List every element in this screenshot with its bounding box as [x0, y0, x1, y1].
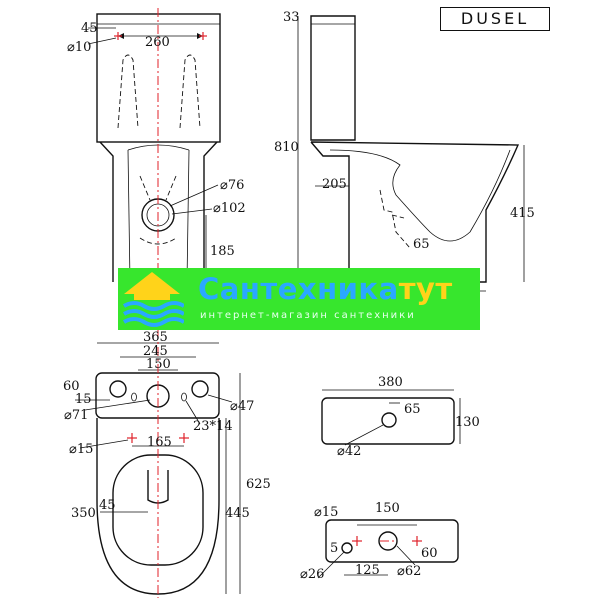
front-dim-phi10: ⌀10: [67, 40, 91, 55]
front-dim-260: 260: [145, 35, 170, 50]
top-dim-625: 625: [246, 477, 271, 492]
front-view: 45 ⌀10 260 ⌀76 ⌀102 185 265: [67, 8, 246, 304]
lid-dim-130: 130: [455, 415, 480, 430]
top-dim-23x14: 23*14: [193, 419, 233, 434]
side-tank-outline: [310, 15, 356, 141]
top-dim-350: 350: [71, 506, 96, 521]
lid-dim-65: 65: [404, 402, 421, 417]
tank-bottom-dim-phi15: ⌀15: [314, 505, 338, 520]
watermark-title-main: Сантехника: [198, 272, 399, 306]
side-dim-205: 205: [322, 177, 347, 192]
tank-bottom-dim-60: 60: [421, 546, 438, 561]
tank-bottom-dim-5: 5: [330, 541, 338, 556]
watermark-title-accent: тут: [398, 272, 453, 306]
top-dim-165: 165: [147, 435, 172, 450]
top-dim-365: 365: [143, 330, 168, 345]
side-dim-415: 415: [510, 206, 535, 221]
top-dim-445: 445: [225, 506, 250, 521]
tank-lid-view: 380 65 130 ⌀42: [321, 375, 480, 459]
tank-bottom-dim-125: 125: [355, 563, 380, 578]
top-view: 365 245 150 60 15 ⌀71 ⌀47 23*14 ⌀15 165 …: [63, 330, 271, 598]
tank-bottom-dim-phi26: ⌀26: [300, 567, 324, 582]
top-dim-45: 45: [99, 498, 116, 513]
lid-dim-380: 380: [378, 375, 403, 390]
top-dim-245: 245: [143, 344, 168, 359]
top-dim-15: 15: [75, 392, 92, 407]
side-view: 33 810 205 415 65 35 250 380: [274, 10, 535, 308]
top-dim-phi47: ⌀47: [230, 399, 254, 414]
tank-bottom-outline: [325, 519, 459, 563]
lid-dim-phi42: ⌀42: [337, 444, 361, 459]
brand-logo: DUSEL: [440, 7, 550, 31]
top-dim-phi15: ⌀15: [69, 442, 93, 457]
tank-bottom-dim-150: 150: [375, 501, 400, 516]
side-bowl-outline: [310, 141, 520, 283]
top-dim-phi71: ⌀71: [64, 408, 88, 423]
side-dim-33: 33: [283, 10, 300, 25]
front-dim-phi102: ⌀102: [213, 201, 246, 216]
front-dim-45: 45: [81, 21, 98, 36]
watermark-title: Сантехникатут: [198, 272, 453, 306]
watermark-house-logo: [122, 272, 184, 327]
side-dim-65: 65: [413, 237, 430, 252]
tank-bottom-view: ⌀15 150 5 60 ⌀26 125 ⌀62: [300, 501, 459, 582]
front-dim-185: 185: [210, 244, 235, 259]
lid-button-hole: [381, 412, 397, 428]
watermark-subtitle: интернет-магазин сантехники: [200, 310, 416, 321]
front-dim-phi76: ⌀76: [220, 178, 244, 193]
top-dim-150: 150: [146, 357, 171, 372]
tank-bottom-dim-phi62: ⌀62: [397, 564, 421, 579]
lid-outline: [321, 397, 455, 445]
side-dim-810: 810: [274, 140, 299, 155]
top-dim-60: 60: [63, 379, 80, 394]
